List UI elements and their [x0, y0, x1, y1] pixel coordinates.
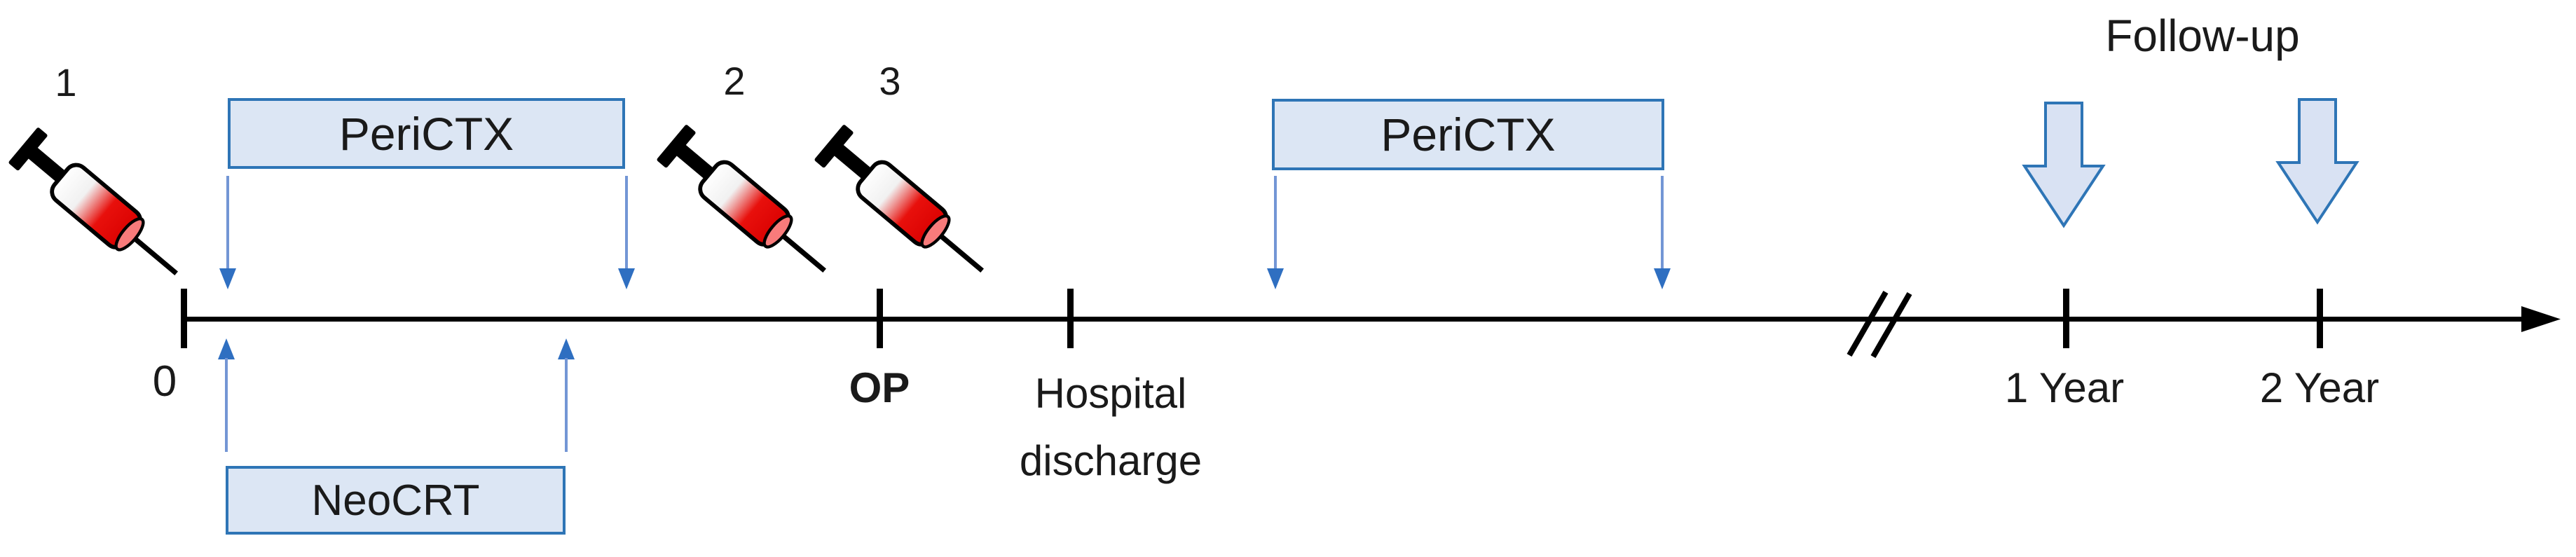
tick-hospital-discharge [1067, 289, 1074, 348]
label-hospital-line2: discharge [1019, 437, 1203, 484]
label-syringe-3: 3 [879, 59, 901, 103]
label-op: OP [849, 364, 910, 411]
up-arrow-icon [558, 338, 575, 452]
block-arrow-down-icon [2022, 102, 2106, 228]
label-day0: 0 [152, 357, 177, 406]
box-perictx-post: PeriCTX [1272, 99, 1664, 170]
tick-day0 [181, 289, 187, 348]
label-syringe-2: 2 [723, 59, 746, 103]
syringe-icon [657, 125, 826, 273]
box-perictx-pre: PeriCTX [228, 98, 625, 169]
timeline-axis [184, 317, 2530, 322]
down-arrow-icon [1267, 176, 1284, 289]
box-perictx-post-label: PeriCTX [1381, 109, 1556, 160]
down-arrow-icon [1654, 176, 1671, 289]
label-hospital-discharge: Hospital discharge [971, 360, 1251, 495]
box-neocrt-label: NeoCRT [311, 476, 480, 525]
up-arrow-icon [218, 338, 235, 452]
down-arrow-icon [219, 176, 236, 289]
syringe-icon [8, 128, 178, 276]
tick-1-year [2063, 289, 2069, 348]
block-arrow-down-icon [2275, 98, 2359, 225]
label-followup: Follow-up [2105, 11, 2300, 61]
label-syringe-1: 1 [55, 60, 77, 104]
tick-2-year [2317, 289, 2323, 348]
timeline-arrowhead-icon [2521, 306, 2561, 332]
label-2-year: 2 Year [2259, 364, 2380, 411]
syringe-icon [814, 125, 984, 273]
label-1-year: 1 Year [2004, 364, 2125, 411]
box-perictx-pre-label: PeriCTX [338, 107, 514, 160]
label-hospital-line1: Hospital [1034, 370, 1187, 417]
tick-op [877, 289, 883, 348]
box-neocrt: NeoCRT [226, 466, 566, 535]
down-arrow-icon [618, 176, 635, 289]
